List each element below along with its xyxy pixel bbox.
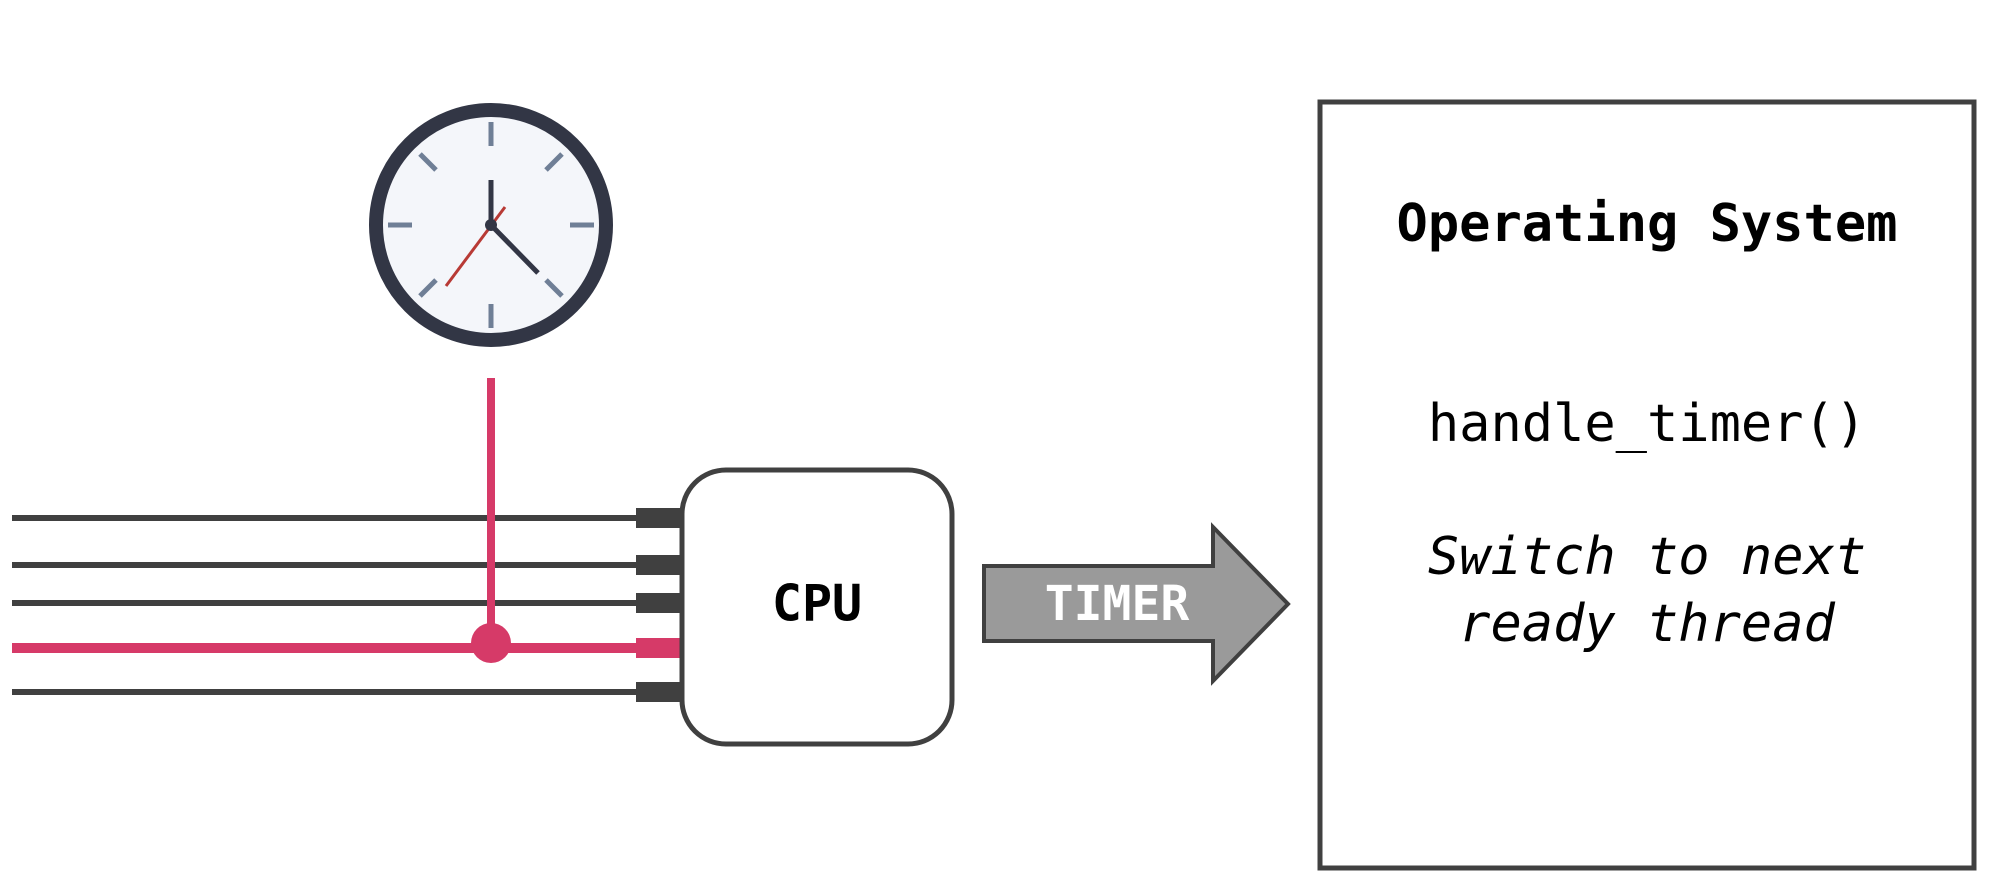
timer-arrow: TIMER: [982, 522, 1291, 686]
os-function: handle_timer(): [1428, 394, 1866, 454]
cpu-pin-3: [636, 593, 682, 613]
os-box: [1317, 99, 1977, 871]
cpu-chip: [679, 467, 955, 747]
timer-label: TIMER: [1045, 576, 1190, 632]
clock-minute-hand: [489, 223, 540, 275]
clock-center: [485, 219, 497, 231]
cpu-pin-5: [636, 682, 682, 702]
cpu-pin-1: [636, 508, 682, 528]
cpu-label: CPU: [772, 575, 862, 633]
timer-arrow-shape: [982, 522, 1291, 686]
clock-second-hand: [444, 206, 507, 287]
os-note-line-1: Switch to next: [1428, 527, 1866, 587]
junction-dot: [471, 623, 511, 663]
os-note-line-2: ready thread: [1459, 594, 1835, 654]
clock-icon: [369, 103, 613, 347]
clock-ticks: [388, 122, 594, 328]
os-title: Operating System: [1397, 194, 1898, 254]
cpu-pins: [636, 508, 682, 702]
bus-lines: [12, 515, 640, 695]
cpu-pin-2: [636, 555, 682, 575]
cpu-pin-interrupt: [636, 638, 682, 658]
